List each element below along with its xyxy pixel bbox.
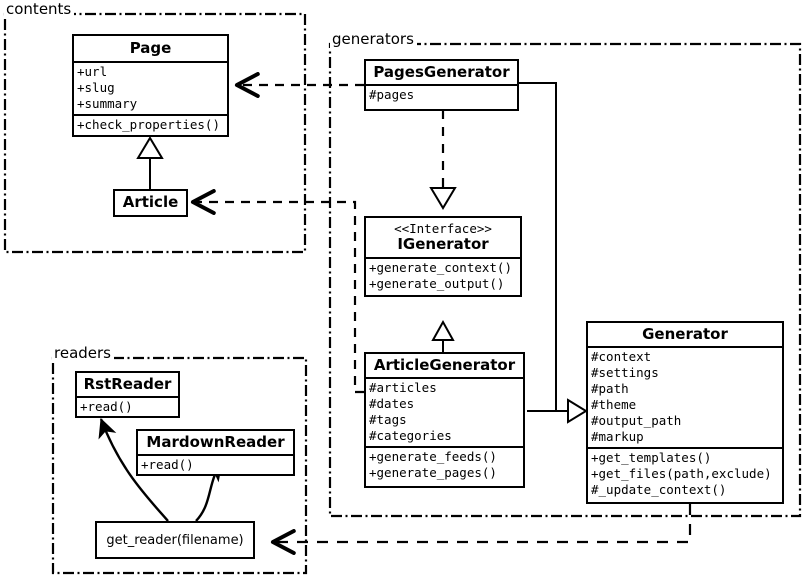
class-generator-attributes: #context #settings #path #theme #output_… [588, 346, 782, 447]
class-articlegenerator-title: ArticleGenerator [373, 356, 516, 374]
class-mardownreader[interactable]: MardownReader +read() [136, 429, 295, 476]
readers-package-frame [51, 356, 308, 575]
class-articlegenerator-attributes: #articles #dates #tags #categories [366, 377, 523, 446]
rel-generators-inherit-generator [519, 82, 588, 424]
class-mardownreader-title: MardownReader [146, 433, 285, 451]
operation-generate-output: +generate_output() [369, 276, 505, 291]
operation-check-properties: +check_properties() [77, 117, 220, 132]
class-article-title: Article [122, 193, 179, 211]
rel-getreader-creates-rstreader [98, 417, 169, 522]
class-rstreader-title: RstReader [83, 375, 172, 393]
class-page[interactable]: Page +url +slug +summary +check_properti… [72, 34, 229, 137]
operation-read: +read() [80, 399, 133, 414]
class-generator-title: Generator [642, 325, 728, 343]
operation-read: +read() [141, 457, 194, 472]
class-igenerator-stereotype: <<Interface>> [394, 221, 492, 236]
attribute-summary: +summary [77, 96, 138, 111]
class-article[interactable]: Article [113, 189, 188, 217]
class-generator[interactable]: Generator #context #settings #path #them… [586, 321, 784, 504]
attribute-path: #path [591, 381, 629, 396]
operation-generate-feeds: +generate_feeds() [369, 449, 497, 464]
attribute-settings: #settings [591, 365, 659, 380]
function-get-reader-label: get_reader(filename) [106, 532, 244, 548]
attribute-context: #context [591, 349, 652, 364]
operation-get-files: +get_files(path,exclude) [591, 466, 772, 481]
function-get-reader[interactable]: get_reader(filename) [95, 521, 255, 559]
class-generator-operations: +get_templates() +get_files(path,exclude… [588, 447, 782, 500]
class-mardownreader-operations: +read() [138, 454, 293, 474]
class-articlegenerator-operations: +generate_feeds() +generate_pages() [366, 446, 523, 483]
operation-get-templates: +get_templates() [591, 450, 712, 465]
class-pagesgenerator-attributes: #pages [366, 84, 517, 105]
attribute-dates: #dates [369, 396, 415, 411]
rel-generator-depends-getreader [270, 504, 692, 555]
class-rstreader[interactable]: RstReader +read() [75, 371, 180, 418]
attribute-pages: #pages [369, 87, 415, 102]
class-pagesgenerator[interactable]: PagesGenerator #pages [364, 59, 519, 111]
attribute-articles: #articles [369, 380, 437, 395]
class-pagesgenerator-title: PagesGenerator [373, 63, 510, 81]
rel-articlegenerator-inherits-igenerator [431, 319, 455, 352]
attribute-markup: #markup [591, 429, 644, 444]
generators-package-frame [328, 42, 802, 518]
class-igenerator[interactable]: <<Interface>> IGenerator +generate_conte… [364, 216, 522, 297]
attribute-output-path: #output_path [591, 413, 682, 428]
class-page-operations: +check_properties() [74, 114, 227, 135]
rel-pagesgenerator-realizes-igenerator [429, 110, 457, 210]
class-igenerator-operations: +generate_context() +generate_output() [366, 257, 520, 294]
class-rstreader-operations: +read() [77, 396, 178, 416]
attribute-theme: #theme [591, 397, 637, 412]
attribute-tags: #tags [369, 412, 407, 427]
class-page-attributes: +url +slug +summary [74, 61, 227, 114]
operation-generate-pages: +generate_pages() [369, 465, 497, 480]
readers-package-label: readers [52, 345, 114, 362]
operation-update-context: #_update_context() [591, 482, 727, 497]
class-igenerator-title: IGenerator [397, 235, 489, 253]
generators-package-label: generators [330, 31, 417, 48]
contents-package-label: contents [4, 1, 75, 18]
attribute-url: +url [77, 64, 108, 79]
attribute-categories: #categories [369, 428, 452, 443]
attribute-slug: +slug [77, 80, 115, 95]
class-page-title: Page [129, 39, 172, 57]
operation-generate-context: +generate_context() [369, 260, 512, 275]
contents-package-frame [3, 12, 307, 254]
rel-articlegenerator-depends-article [190, 189, 364, 394]
rel-article-inherits-page [136, 136, 164, 190]
package-frames [3, 12, 802, 575]
class-articlegenerator[interactable]: ArticleGenerator #articles #dates #tags … [364, 352, 525, 488]
